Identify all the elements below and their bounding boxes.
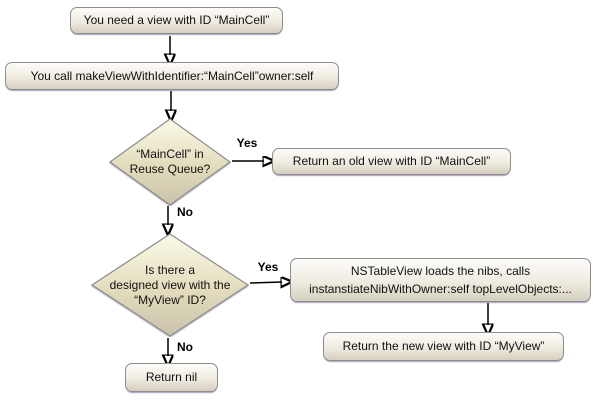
node-return-nil-label: Return nil (145, 370, 198, 384)
reuse-queue-line2: Reuse Queue? (129, 162, 211, 176)
node-return-old-view: Return an old view with ID “MainCell” (272, 148, 511, 175)
node-load-nibs-text: NSTableView loads the nibs, calls instan… (309, 262, 572, 298)
node-designed-view-text: Is there a designed view with the “MyVie… (110, 263, 231, 308)
node-return-new-view: Return the new view with ID “MyView” (323, 332, 564, 361)
label-designed-yes: Yes (257, 260, 279, 274)
edge-designed-yes (249, 282, 282, 283)
label-designed-no: No (177, 340, 193, 354)
node-return-new-view-label: Return the new view with ID “MyView” (342, 339, 545, 353)
node-need-view-label: You need a view with ID “MainCell” (83, 13, 270, 27)
node-call-makeview: You call makeViewWithIdentifier:“MainCel… (5, 62, 339, 90)
label-reuse-no: No (177, 205, 193, 219)
reuse-queue-line1: “MainCell” in (136, 147, 204, 161)
node-call-makeview-label: You call makeViewWithIdentifier:“MainCel… (30, 68, 314, 83)
node-need-view: You need a view with ID “MainCell” (70, 7, 283, 34)
node-return-old-view-label: Return an old view with ID “MainCell” (292, 154, 491, 168)
load-nibs-line1: NSTableView loads the nibs, calls (350, 264, 531, 278)
node-designed-view-decision: Is there a designed view with the “MyVie… (90, 233, 250, 337)
node-reuse-queue-decision: “MainCell” in Reuse Queue? (108, 118, 232, 206)
load-nibs-line2: instanstiateNibWithOwner:self topLevelOb… (309, 282, 572, 296)
label-reuse-yes: Yes (236, 136, 258, 150)
designed-view-line3: “MyView” ID? (134, 292, 206, 307)
diamond-shape (108, 118, 232, 206)
designed-view-line2: designed view with the (109, 277, 231, 292)
diamond-shape (90, 233, 250, 337)
node-load-nibs: NSTableView loads the nibs, calls instan… (290, 258, 591, 302)
node-reuse-queue-text: “MainCell” in Reuse Queue? (130, 147, 211, 177)
node-return-nil: Return nil (125, 363, 218, 392)
designed-view-line1: Is there a (144, 262, 196, 277)
